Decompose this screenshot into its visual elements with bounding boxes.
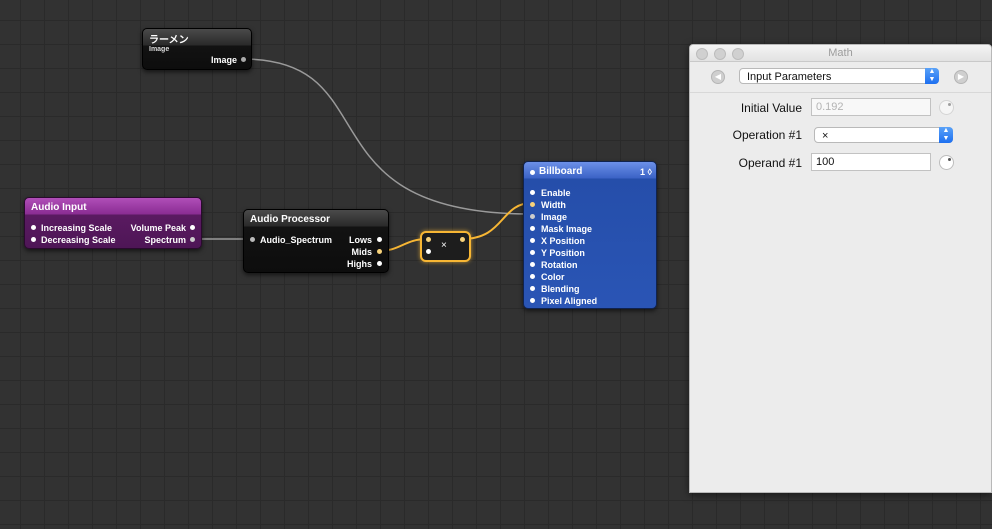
input-port-label: Pixel Aligned [541, 296, 598, 306]
input-port-pixel-aligned[interactable] [530, 298, 535, 303]
input-port-label: Rotation [541, 260, 578, 270]
output-port-highs[interactable] [377, 261, 382, 266]
output-port-spectrum[interactable] [190, 237, 195, 242]
wire-image-to-billboard-image[interactable] [242, 58, 531, 215]
input-port-label: Y Position [541, 248, 585, 258]
previous-pane-button[interactable]: ◀ [711, 70, 725, 84]
operand-1-field[interactable]: 100 [811, 153, 931, 171]
layer-index-stepper[interactable]: 1 ◊ [640, 167, 652, 177]
output-port-label: Image [210, 55, 237, 65]
output-port-lows[interactable] [377, 237, 382, 242]
input-port-label: Width [541, 200, 566, 210]
node-title: ラーメン [149, 35, 189, 46]
input-port-label: Audio_Spectrum [260, 235, 333, 245]
operation-1-popup[interactable]: × ▲▼ [814, 127, 953, 143]
output-port-label: Mids [351, 247, 372, 257]
output-port-label: Volume Peak [130, 223, 186, 233]
input-port-label: X Position [541, 236, 586, 246]
input-port-rotation[interactable] [530, 262, 535, 267]
input-port-math-1[interactable] [426, 237, 431, 242]
input-port-increasing-scale[interactable] [31, 225, 36, 230]
input-port-enable[interactable] [530, 190, 535, 195]
initial-value-field: 0.192 [811, 98, 931, 116]
input-port-blending[interactable] [530, 286, 535, 291]
inspector-section-popup[interactable]: Input Parameters ▲▼ [739, 68, 939, 84]
enable-indicator-dot [530, 170, 535, 175]
operand-1-label: Operand #1 [738, 156, 802, 170]
node-title: Billboard [539, 166, 583, 177]
section-popup-value: Input Parameters [747, 71, 832, 83]
input-port-label: Mask Image [541, 224, 593, 234]
input-port-mask-image[interactable] [530, 226, 535, 231]
window-title: Math [828, 47, 853, 59]
node-ramen-image[interactable]: ラーメン Image Image [142, 28, 252, 70]
chevron-updown-icon: ▲▼ [925, 68, 939, 84]
input-port-x-position[interactable] [530, 238, 535, 243]
input-port-decreasing-scale[interactable] [31, 237, 36, 242]
output-port-label: Spectrum [144, 235, 186, 245]
chevron-left-icon: ◀ [714, 72, 722, 81]
node-subtitle: Image [149, 46, 170, 53]
output-port-image[interactable] [241, 57, 246, 62]
initial-value-dial [939, 100, 954, 115]
input-port-y-position[interactable] [530, 250, 535, 255]
node-math-selected[interactable]: × [420, 231, 471, 262]
next-pane-button[interactable]: ▶ [954, 70, 968, 84]
chevron-right-icon: ▶ [957, 72, 965, 81]
minimize-window-button[interactable] [714, 48, 726, 60]
input-port-width[interactable] [530, 202, 535, 207]
zoom-window-button[interactable] [732, 48, 744, 60]
input-port-color[interactable] [530, 274, 535, 279]
chevron-updown-icon: ▲▼ [939, 127, 953, 143]
input-port-image[interactable] [530, 214, 535, 219]
output-port-label: Highs [346, 259, 372, 269]
initial-value-label: Initial Value [740, 101, 802, 115]
input-port-label: Increasing Scale [41, 223, 113, 233]
input-port-label: Enable [541, 188, 571, 198]
output-port-mids[interactable] [377, 249, 382, 254]
node-audio-processor[interactable]: Audio Processor Audio_Spectrum Lows Mids… [243, 209, 389, 273]
input-port-label: Color [541, 272, 565, 282]
math-operator-symbol: × [441, 240, 447, 251]
input-port-label: Decreasing Scale [41, 235, 116, 245]
node-audio-input[interactable]: Audio Input Increasing Scale Decreasing … [24, 197, 202, 249]
output-port-volume-peak[interactable] [190, 225, 195, 230]
input-port-label: Image [541, 212, 568, 222]
output-port-math[interactable] [460, 237, 465, 242]
input-port-math-2[interactable] [426, 249, 431, 254]
operand-1-dial[interactable] [939, 155, 954, 170]
node-title: Audio Input [31, 202, 87, 213]
close-window-button[interactable] [696, 48, 708, 60]
node-title: Audio Processor [250, 214, 331, 225]
output-port-label: Lows [348, 235, 372, 245]
input-port-audio-spectrum[interactable] [250, 237, 255, 242]
wire-math-to-billboard-width[interactable] [461, 202, 533, 240]
inspector-toolbar: ◀ Input Parameters ▲▼ ▶ [690, 62, 991, 93]
inspector-window[interactable]: Math ◀ Input Parameters ▲▼ ▶ Initial Val… [689, 44, 992, 493]
node-billboard[interactable]: Billboard 1 ◊ Enable Width Image Mask Im… [523, 161, 657, 309]
operation-1-label: Operation #1 [732, 128, 802, 142]
input-port-label: Blending [541, 284, 580, 294]
operation-1-value: × [822, 130, 829, 142]
window-titlebar[interactable]: Math [690, 45, 991, 62]
